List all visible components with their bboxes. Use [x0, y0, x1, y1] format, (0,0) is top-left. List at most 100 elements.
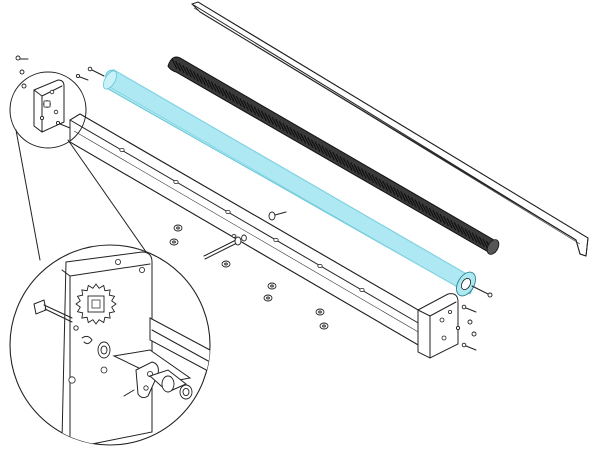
- brush-bristle: [203, 77, 210, 88]
- brush-bristle: [310, 139, 317, 150]
- brush-bristle: [196, 73, 203, 84]
- brush-bristle: [221, 87, 228, 99]
- brush-bristle: [317, 143, 325, 155]
- brush-bristle: [325, 147, 332, 159]
- brush-bristle: [321, 145, 328, 157]
- brush-bristle: [446, 217, 453, 229]
- brush-bristle: [482, 238, 489, 250]
- beam-hole: [119, 147, 125, 152]
- beam-hole: [317, 263, 323, 268]
- fasteners-right: [455, 304, 477, 351]
- beam-hole: [173, 179, 179, 184]
- brush-bristle: [428, 207, 435, 219]
- brush-bristle: [214, 83, 221, 95]
- brush-bristle: [367, 172, 375, 183]
- brush-bristle: [400, 191, 407, 202]
- brush-bristle: [307, 137, 314, 148]
- brush-bristle: [332, 151, 339, 163]
- brush-bristle: [432, 209, 439, 221]
- brush-bristle: [271, 116, 278, 128]
- brush-bristle: [278, 120, 285, 132]
- brush-bristle: [246, 102, 253, 113]
- brush-bristle: [282, 122, 289, 134]
- brush-bristle: [425, 205, 432, 217]
- brush-bristle: [257, 108, 264, 119]
- brush-bristle: [275, 118, 282, 130]
- brush-bristle: [200, 75, 207, 86]
- brush-bristle: [464, 228, 471, 239]
- brush-bristle: [350, 162, 357, 173]
- brush-bristle: [335, 153, 342, 165]
- brush-bristle: [403, 193, 410, 204]
- brush-bristle: [382, 180, 389, 192]
- brush-bristle: [303, 135, 310, 146]
- brush-bristle: [418, 201, 425, 212]
- brush-bristle: [228, 91, 235, 103]
- brush-bristle: [300, 133, 307, 144]
- brush-bristle: [468, 230, 475, 241]
- brush-bristle: [328, 149, 335, 161]
- brush-bristle: [207, 79, 214, 90]
- brush-roller: [167, 56, 500, 255]
- brush-bristle: [217, 85, 224, 97]
- brush-bristle: [342, 157, 350, 169]
- brush-bristle: [192, 71, 199, 82]
- brush-bristle: [292, 129, 300, 140]
- brush-bristle: [289, 126, 296, 138]
- beam-hole: [359, 287, 365, 292]
- brush-bristle: [232, 93, 239, 105]
- brush-bristle: [210, 81, 217, 93]
- beam-hole: [225, 209, 231, 214]
- brush-bristle: [185, 67, 192, 78]
- fasteners-middle: [169, 211, 329, 330]
- brush-bristle: [225, 89, 232, 101]
- brush-bristle: [182, 64, 189, 76]
- brush-bristle: [175, 60, 182, 72]
- brush-bristle: [392, 186, 400, 198]
- brush-bristle: [389, 184, 396, 196]
- brush-bristle: [478, 236, 485, 248]
- brush-bristle: [360, 168, 367, 179]
- brush-bristle: [475, 234, 482, 245]
- brush-bristle: [421, 203, 428, 214]
- brush-bristle: [178, 62, 185, 74]
- brush-bristle: [443, 215, 450, 227]
- beam-hole: [273, 237, 279, 242]
- brush-bristle: [396, 188, 403, 200]
- brush-bristle: [253, 106, 260, 117]
- fasteners-top-left: [15, 55, 89, 129]
- brush-bristle: [346, 160, 353, 171]
- brush-bristle: [235, 95, 242, 107]
- brush-bristle: [250, 104, 257, 115]
- brush-bristle: [450, 219, 457, 231]
- brush-bristle: [357, 166, 364, 177]
- brush-bristle: [453, 222, 460, 233]
- brush-bristle: [407, 195, 414, 206]
- brush-bristle: [435, 211, 442, 223]
- brush-bristle: [189, 69, 196, 80]
- brush-bristle: [457, 224, 464, 235]
- brush-bristle: [314, 141, 321, 152]
- brush-bristle: [371, 174, 378, 186]
- brush-bristle: [353, 164, 360, 175]
- brush-bristle: [414, 199, 421, 210]
- brush-bristle: [264, 112, 271, 124]
- right-end-plate: [417, 293, 459, 359]
- brush-bristle: [171, 58, 178, 70]
- brush-bristle: [375, 176, 382, 188]
- top-cover-channel: [191, 1, 589, 257]
- brush-bristle: [285, 124, 292, 136]
- brush-bristle: [385, 182, 392, 194]
- brush-bristle: [267, 114, 275, 126]
- drive-roller-highlighted: [87, 66, 493, 298]
- brush-bristle: [239, 98, 246, 109]
- brush-bristle: [364, 170, 371, 181]
- brush-bristle: [460, 226, 467, 237]
- brush-bristle: [296, 131, 303, 142]
- detail-magnifier-circle: [9, 244, 211, 446]
- brush-bristle: [439, 213, 446, 225]
- brush-bristle: [242, 100, 249, 111]
- brush-bristle: [378, 178, 385, 190]
